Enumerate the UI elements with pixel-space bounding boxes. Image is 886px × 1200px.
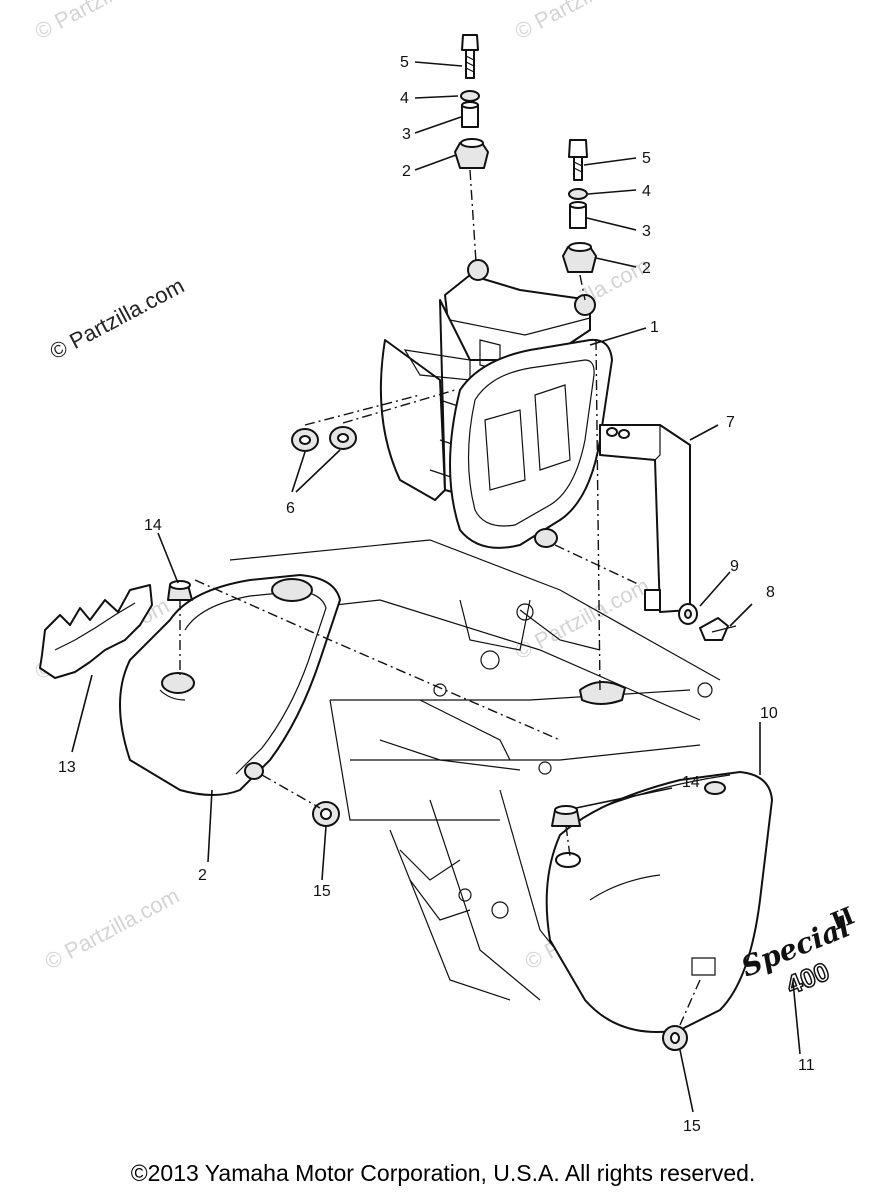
callout-15-left: 15 [313, 883, 331, 900]
frame-mount [579, 681, 626, 705]
grommet-part-14-right [551, 805, 581, 827]
washer-part-9 [678, 603, 698, 625]
callout-9: 9 [730, 558, 739, 575]
grommet-part-6 [291, 426, 357, 452]
callout-2-left: 2 [402, 163, 411, 180]
callout-5-right: 5 [642, 150, 651, 167]
callout-4-left: 4 [400, 90, 409, 107]
callout-3-left: 3 [402, 126, 411, 143]
callout-8: 8 [766, 584, 775, 601]
callout-7: 7 [726, 414, 735, 431]
watermark-main: © Partzilla.com [46, 273, 189, 365]
callout-2-right: 2 [642, 260, 651, 277]
bolt-stack-left [454, 34, 489, 169]
emblem-part-13 [39, 584, 153, 679]
callout-13: 13 [58, 759, 76, 776]
bracket-part-7 [599, 424, 691, 613]
callout-11: 11 [798, 1057, 815, 1074]
callout-4-right: 4 [642, 183, 651, 200]
callout-14-left: 14 [144, 517, 162, 534]
watermark-text: © Partzilla.com [31, 0, 174, 44]
copyright-notice: ©2013 Yamaha Motor Corporation, U.S.A. A… [130, 1160, 756, 1186]
callout-6: 6 [286, 500, 295, 517]
grommet-part-14-left [167, 580, 193, 601]
callout-14-right: 14 [682, 774, 700, 791]
frame [199, 539, 721, 1001]
grommet-part-15-right [662, 1025, 688, 1051]
bolt-part-8 [699, 617, 737, 641]
watermark-text: © Partzilla.com [511, 0, 654, 44]
leader-lines [71, 61, 801, 1113]
bolt-stack-right [562, 139, 597, 273]
callout-1: 1 [650, 319, 659, 336]
left-side-cover-part-12 [119, 574, 341, 796]
assembly-guides [179, 169, 701, 1026]
watermark-text: © Partzilla.com [41, 883, 184, 975]
callout-15-right: 15 [683, 1118, 701, 1135]
callout-12: 2 [198, 867, 207, 884]
callout-10: 10 [760, 705, 778, 722]
callout-5-left: 5 [400, 54, 409, 71]
callout-3-right: 3 [642, 223, 651, 240]
right-side-cover-part-10 [545, 771, 773, 1033]
callout-labels: 5 4 3 2 5 4 3 2 1 6 7 9 8 10 14 13 2 15 … [58, 54, 815, 1135]
side-plate-part-1 [449, 338, 613, 549]
